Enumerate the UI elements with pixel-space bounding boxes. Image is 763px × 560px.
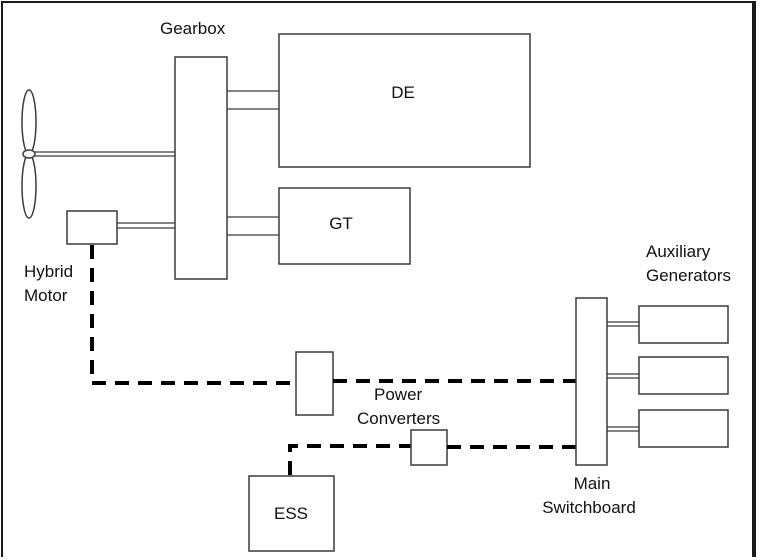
- auxiliary-generators-label-line1: Auxiliary: [646, 242, 711, 261]
- aux-gen-3-shaft: [607, 426, 639, 432]
- hybrid-motor-label-line2: Motor: [24, 286, 68, 305]
- propeller-icon: [21, 89, 37, 219]
- main-switchboard-block: [575, 297, 608, 466]
- hybrid-motor-block: [66, 210, 118, 245]
- diesel-engine-block: [278, 33, 531, 168]
- aux-gen-2-shaft: [607, 373, 639, 379]
- power-converter-2-block: [410, 429, 448, 466]
- power-converters-label-line1: Power: [374, 385, 423, 404]
- power-converter-1-block: [295, 351, 334, 416]
- power-converters-label-line2: Converters: [357, 409, 440, 428]
- hybrid-motor-label-line1: Hybrid: [24, 262, 73, 281]
- hybrid-motor-shaft: [117, 222, 175, 229]
- motor-converter-cable: [90, 245, 296, 385]
- main-switchboard-label-line2: Switchboard: [542, 498, 636, 517]
- ess-label: ESS: [274, 504, 308, 523]
- auxiliary-generator-2-block: [638, 356, 729, 395]
- gearbox-gt-shaft: [227, 216, 279, 236]
- aux-gen-1-shaft: [607, 321, 639, 327]
- ess-block: [248, 475, 335, 552]
- auxiliary-generators-label-line2: Generators: [646, 266, 731, 285]
- gas-turbine-block: [278, 187, 411, 265]
- gearbox-de-shaft: [227, 90, 279, 110]
- ess-converter-cable: [288, 444, 411, 475]
- gearbox-block: [174, 56, 228, 280]
- auxiliary-generator-1-block: [638, 305, 729, 344]
- main-switchboard-label-line1: Main: [574, 474, 611, 493]
- auxiliary-generator-3-block: [638, 409, 729, 448]
- propeller-shaft: [35, 151, 175, 157]
- diesel-engine-label: DE: [391, 83, 415, 102]
- gas-turbine-label: GT: [329, 214, 353, 233]
- gearbox-label: Gearbox: [160, 19, 226, 38]
